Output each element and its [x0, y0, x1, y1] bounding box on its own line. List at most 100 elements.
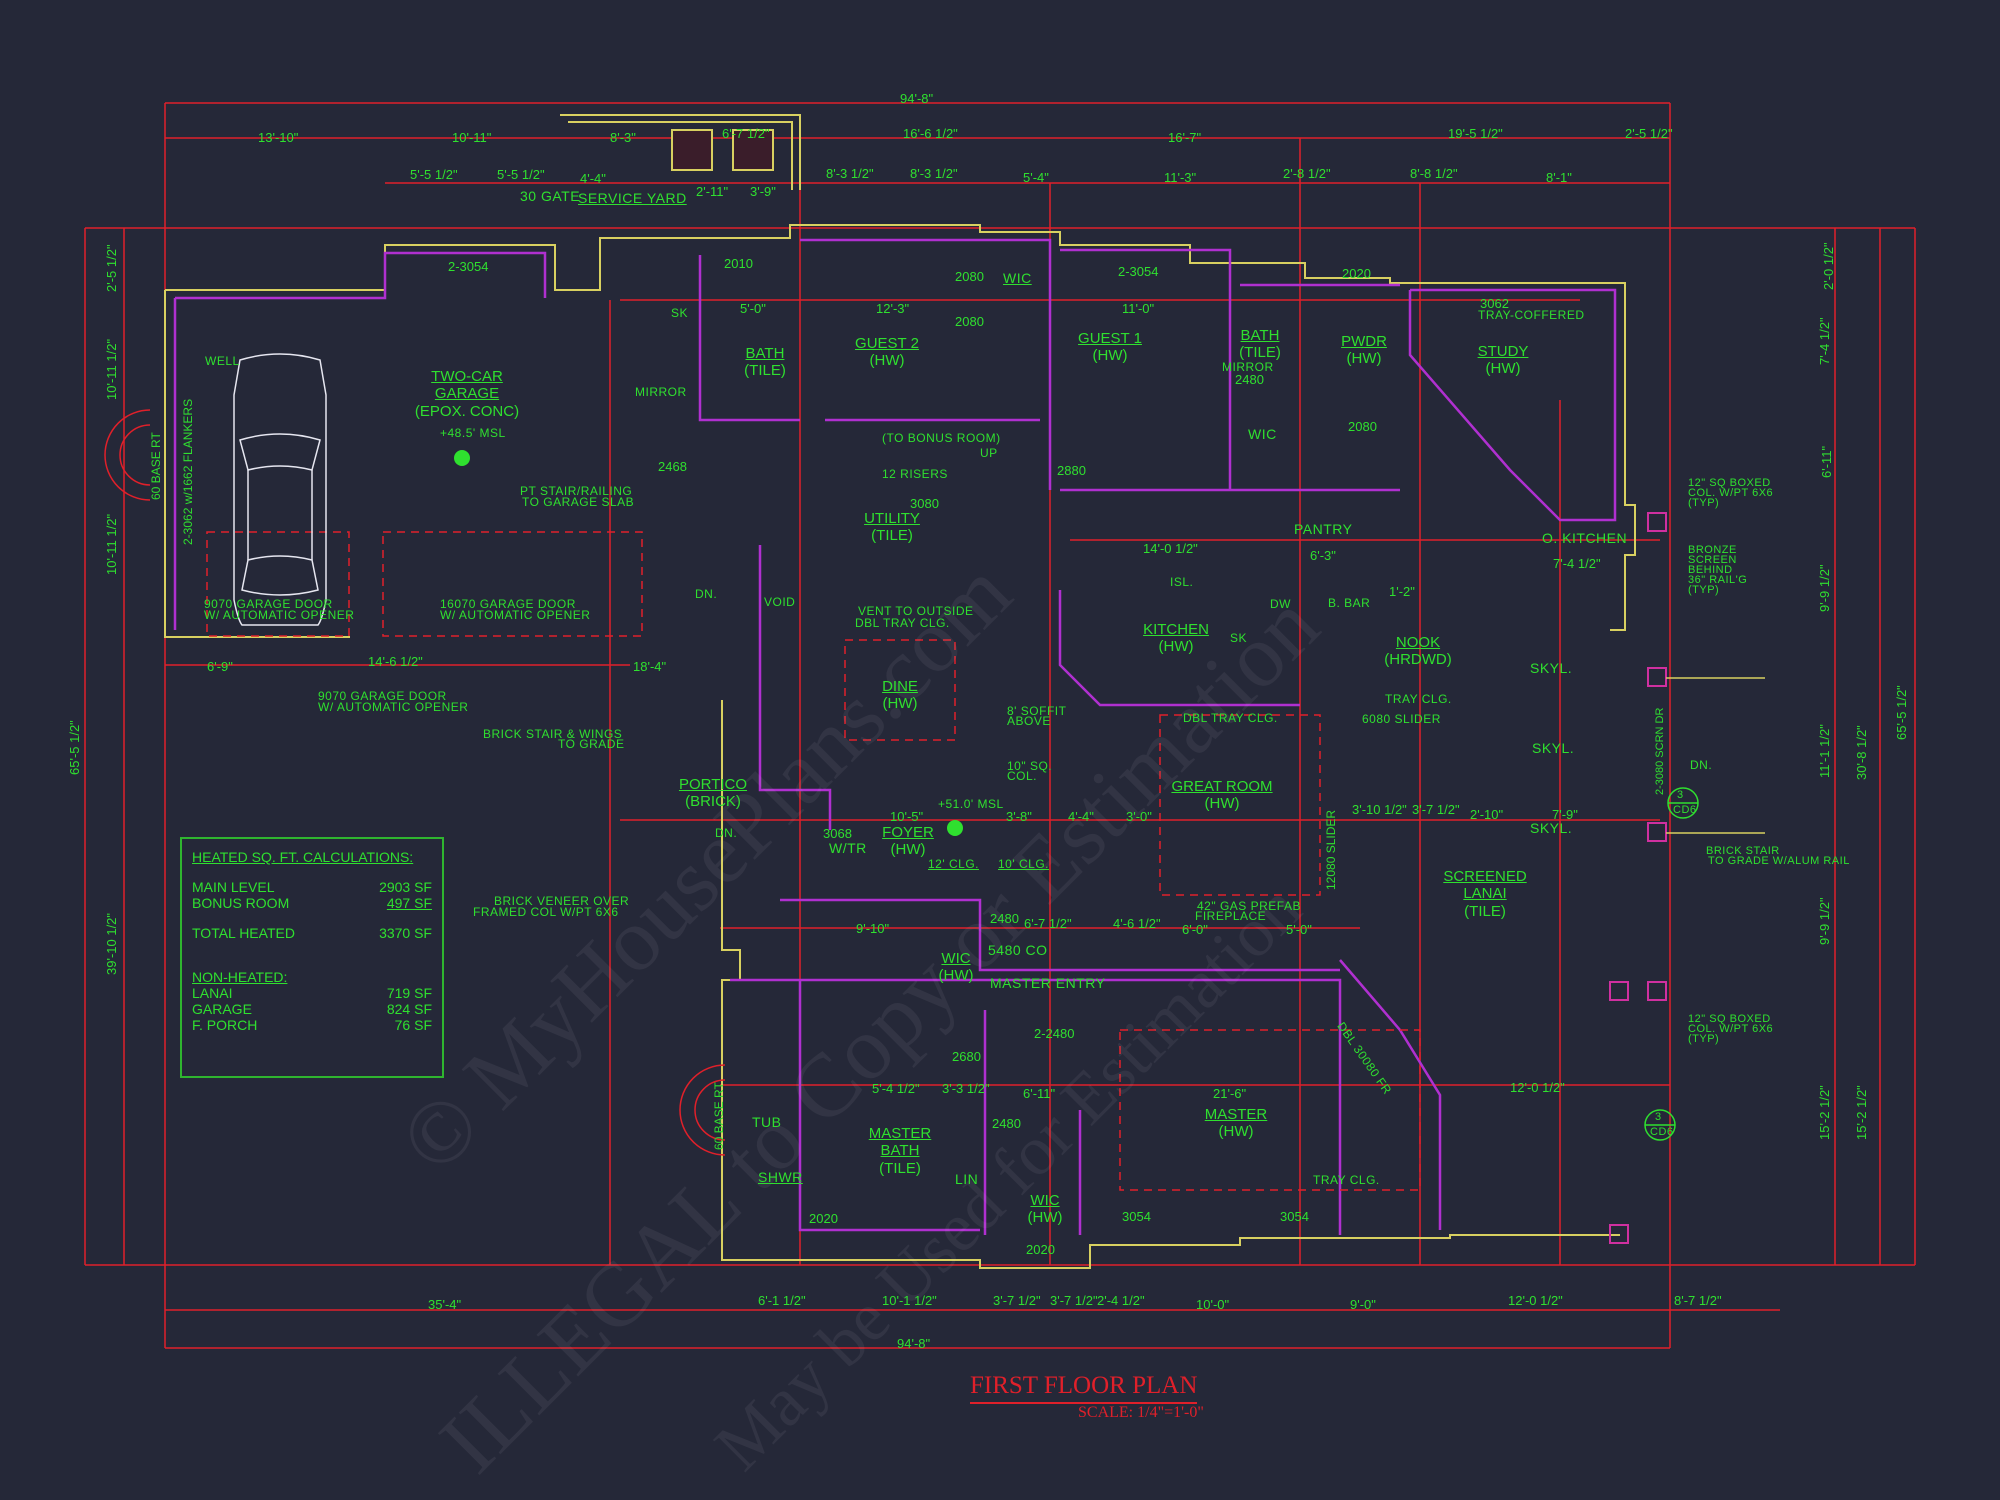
- tag-door-2480-master: 2480: [990, 911, 1019, 926]
- note-boxed-col-bot-3: (TYP): [1688, 1033, 1720, 1045]
- dim-bottom-5: 3'-7 1/2": [1050, 1293, 1098, 1308]
- tag-door-utility: 3080: [910, 496, 939, 511]
- dim-top-8: 2'-5 1/2": [1625, 126, 1673, 141]
- dim-top2-5: 3'-9": [750, 184, 776, 199]
- tag-door-2080: 2080: [1348, 419, 1377, 434]
- dim-right-7: 15'-2 1/2": [1817, 1085, 1832, 1140]
- room-guest-1: GUEST 1 (HW): [1078, 330, 1142, 365]
- benchmark-symbols: [454, 450, 963, 836]
- dim-left-overall: 65'-5 1/2": [67, 720, 82, 775]
- calc-non-heated-heading: NON-HEATED:: [192, 969, 288, 985]
- dim-right-6: 9'-9 1/2": [1817, 897, 1832, 945]
- detail-bubble-sheet-2: CD6: [1650, 1126, 1674, 1138]
- drawing-title: FIRST FLOOR PLAN: [970, 1372, 1198, 1404]
- note-boxed-col-top-3: (TYP): [1688, 497, 1720, 509]
- note-dishwasher: DW: [1270, 597, 1291, 611]
- note-mirror-1: MIRROR: [635, 385, 687, 399]
- room-nook: NOOK (HRDWD): [1384, 634, 1452, 669]
- dim-top2-9: 11'-3": [1164, 170, 1197, 185]
- room-master-bath: MASTER BATH (TILE): [868, 1125, 932, 1177]
- dim-left-partial: 39'-10 1/2": [104, 912, 119, 975]
- note-up: UP: [980, 446, 998, 460]
- dim-top2-8: 5'-4": [1023, 170, 1049, 185]
- note-boxed-col-top-2: COL. W/PT 6X6: [1688, 487, 1774, 499]
- dim-top-4: 6'-7 1/2": [722, 126, 770, 141]
- dim-right-4: 9'-9 1/2": [1817, 564, 1832, 612]
- note-island: ISL.: [1170, 575, 1194, 589]
- note-dn-portico: DN.: [715, 826, 738, 840]
- dim-master-width: 21'-6": [1213, 1086, 1247, 1101]
- dim-bottom-4: 3'-7 1/2": [993, 1293, 1041, 1308]
- drawing-scale: SCALE: 1/4"=1'-0": [1078, 1404, 1204, 1421]
- dim-entry-2: 4'-6 1/2": [1113, 916, 1161, 931]
- tag-door-2468: 2468: [658, 459, 687, 474]
- detail-bubbles: [1644, 787, 1699, 1141]
- dim-top2-3: 4'-4": [580, 171, 606, 186]
- lanai-stairs: [1666, 677, 1765, 834]
- note-bronze-2: SCREEN: [1688, 554, 1737, 566]
- dim-great-1: 4'-4": [1068, 809, 1094, 824]
- calc-row-bonus-room: BONUS ROOM 497 SF: [192, 895, 432, 911]
- label-wic-guest: WIC: [1003, 270, 1032, 286]
- note-column-1: 10" SQ.: [1007, 759, 1053, 773]
- dim-o-kitchen: 7'-4 1/2": [1553, 556, 1601, 571]
- room-bath-2: BATH (TILE): [1239, 327, 1281, 362]
- label-master-entry: MASTER ENTRY: [990, 975, 1106, 991]
- dim-mb-1: 5'-4 1/2": [872, 1081, 920, 1096]
- room-screened-lanai: SCREENED LANAI (TILE): [1443, 868, 1527, 920]
- dim-bottom-1: 35'-4": [428, 1297, 462, 1312]
- tag-door-2-2480: 2-2480: [1034, 1026, 1075, 1041]
- dim-right-lower: 15'-2 1/2": [1854, 1085, 1869, 1140]
- note-skylight-3: SKYL.: [1530, 820, 1573, 836]
- dim-top-5: 16'-6 1/2": [903, 126, 958, 141]
- dim-garage-2: 14'-6 1/2": [368, 654, 423, 669]
- note-garage-door-a2: W/ AUTOMATIC OPENER: [204, 608, 355, 622]
- note-pt-stair-1: PT STAIR/RAILING: [520, 484, 633, 498]
- note-brick-alum-1: BRICK STAIR: [1706, 845, 1780, 857]
- room-powder: PWDR (HW): [1341, 333, 1387, 368]
- label-o-kitchen: O. KITCHEN: [1542, 530, 1628, 546]
- tag-window-master-2: 3054: [1280, 1209, 1309, 1224]
- dim-bottom-9: 12'-0 1/2": [1508, 1293, 1563, 1308]
- room-dine: DINE (HW): [882, 678, 918, 713]
- tag-door-bath-2: 2480: [1235, 372, 1264, 387]
- detail-bubble-sheet-1: CD6: [1673, 804, 1697, 816]
- dim-top2-12: 8'-1": [1546, 170, 1572, 185]
- dim-bath-width: 5'-0": [740, 301, 766, 316]
- dim-garage-3: 18'-4": [633, 659, 667, 674]
- label-gate: 30 GATE: [520, 188, 581, 204]
- dim-nook-1: 1'-2": [1389, 584, 1415, 599]
- dim-top2-6: 8'-3 1/2": [826, 166, 874, 181]
- note-b-bar: B. BAR: [1328, 596, 1371, 610]
- tag-door-wic-1: 2080: [955, 269, 984, 284]
- dim-top2-4: 2'-11": [696, 184, 729, 199]
- dim-guest1-width: 11'-0": [1122, 301, 1155, 316]
- dim-right-overall-value: 65'-5 1/2": [1894, 685, 1909, 740]
- dim-entry-1: 6'-7 1/2": [1024, 916, 1072, 931]
- note-co: 5480 CO: [988, 942, 1048, 958]
- interior-walls: [173, 238, 1617, 1235]
- dim-bottom-6: 2'-4 1/2": [1097, 1293, 1145, 1308]
- room-foyer: FOYER (HW): [882, 824, 934, 859]
- note-sink-bath: SK: [671, 306, 689, 320]
- detail-bubble-num-1: 3: [1677, 789, 1684, 801]
- label-void: VOID: [764, 595, 796, 609]
- note-bronze-3: BEHIND: [1688, 564, 1733, 576]
- note-boxed-col-bot-1: 12" SQ BOXED: [1688, 1013, 1771, 1025]
- note-w-tr: W/TR: [829, 840, 867, 856]
- note-base-rt-1: 60 BASE RT: [149, 432, 163, 500]
- room-great-room: GREAT ROOM (HW): [1171, 778, 1273, 813]
- tag-door-wic-2: 2080: [955, 314, 984, 329]
- room-utility: UTILITY (TILE): [864, 510, 920, 545]
- dim-foyer-2: 3'-8": [1006, 809, 1032, 824]
- dim-pantry: 6'-3": [1310, 548, 1336, 563]
- calc-row-porch: F. PORCH 76 SF: [192, 1017, 432, 1033]
- note-msl-garage: +48.5' MSL: [440, 426, 506, 440]
- note-dbl-tray: DBL TRAY CLG.: [1183, 711, 1278, 725]
- calc-row-garage: GARAGE 824 SF: [192, 1001, 432, 1017]
- note-garage-door-c1: 9070 GARAGE DOOR: [318, 689, 447, 703]
- note-tray-clg-nook: TRAY CLG.: [1385, 692, 1452, 706]
- room-bath-1: BATH (TILE): [744, 345, 786, 380]
- dim-top2-1: 5'-5 1/2": [410, 167, 458, 182]
